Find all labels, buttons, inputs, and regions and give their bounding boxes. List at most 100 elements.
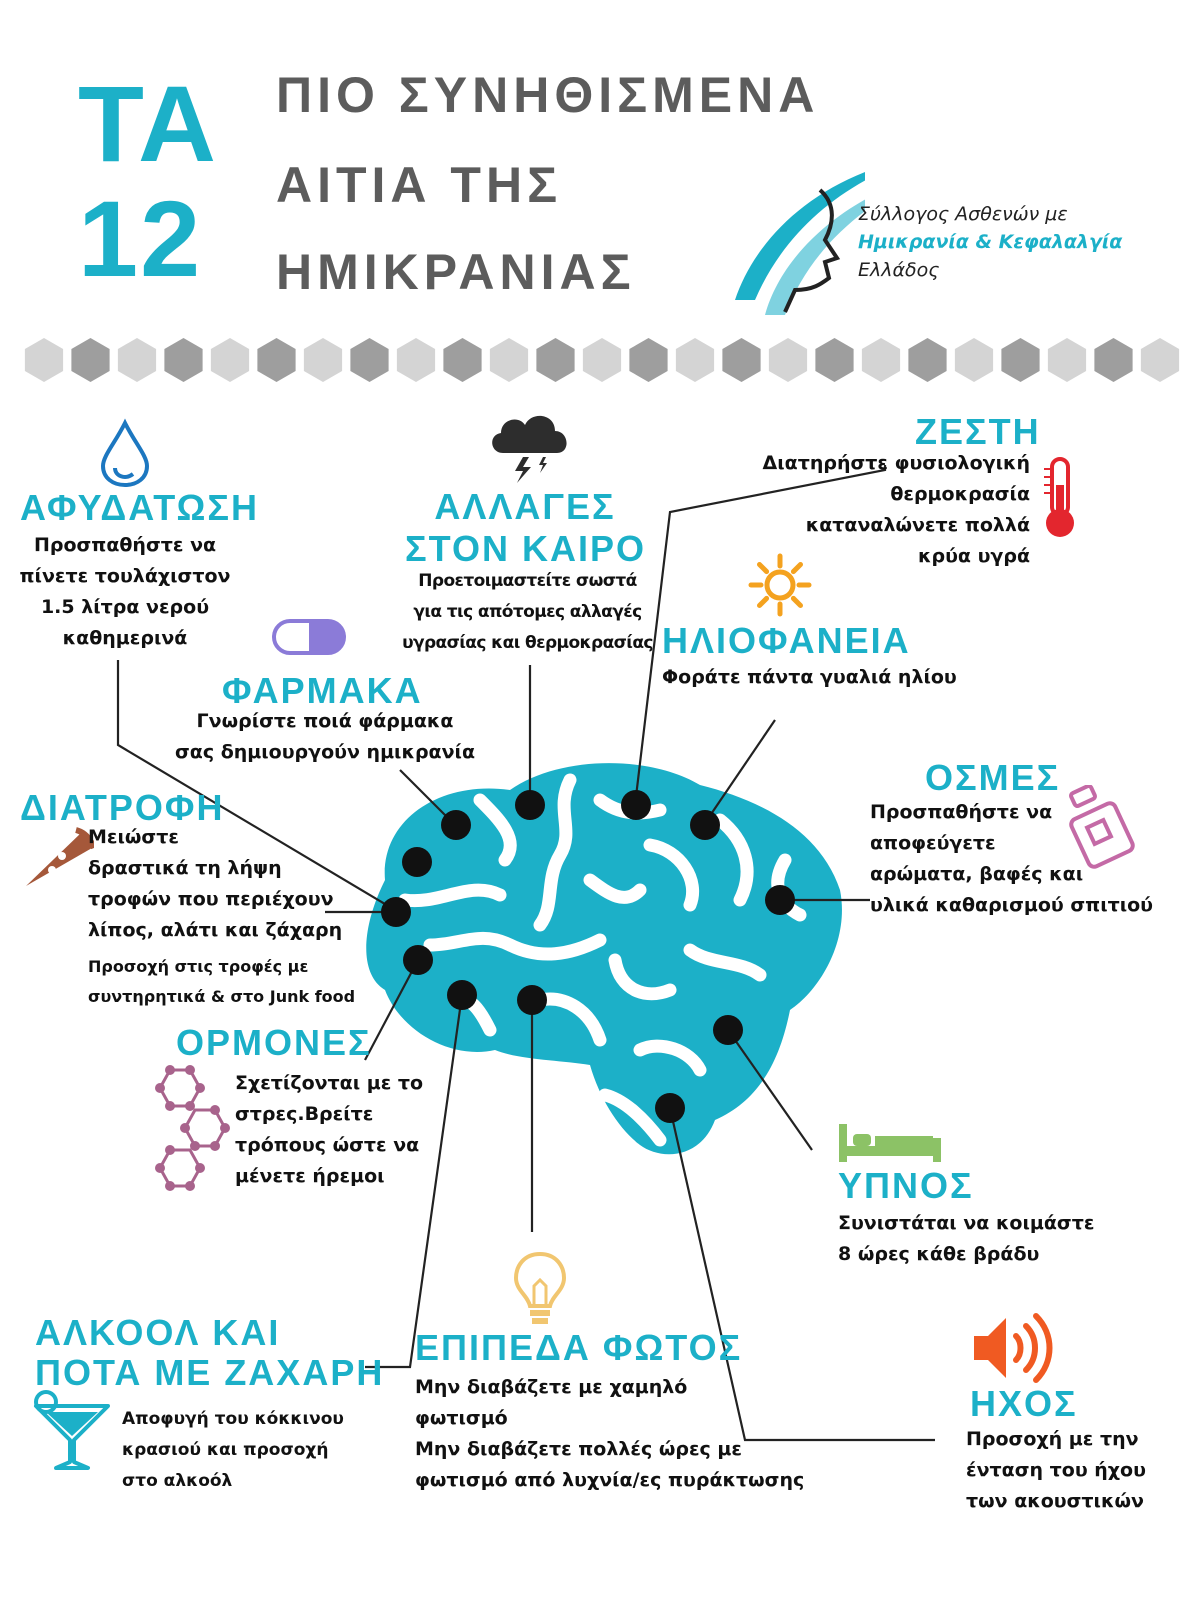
connector-dehydration [116,660,396,911]
sunshine-text: Φοράτε πάντα γυαλιά ηλίου [662,662,992,693]
organization-logo [735,172,865,315]
thermometer-icon [1044,457,1074,537]
title-line-2: ΑΙΤΙΑ ΤΗΣ [276,157,563,213]
hormones-line: στρες.Βρείτε [235,1103,374,1125]
brain-dot-dehydration [381,897,411,927]
brain-dot-sound [655,1093,685,1123]
dehydration-line: πίνετε τουλάχιστον [19,565,231,587]
hexagon [768,338,808,382]
connector-hormones [364,959,419,1061]
hexagon [71,338,110,382]
diet-line: τροφών που περιέχουν [88,888,334,910]
title-line-3: ΗΜΙΚΡΑΝΙΑΣ [276,244,636,300]
molecule-icon [155,1065,230,1191]
title-line-1: ΠΙΟ ΣΥΝΗΘΙΣΜΕΝΑ [276,67,820,123]
diet-title: ΔΙΑΤΡΟΦΗ [20,787,225,828]
org-line-3: Ελλάδος [858,259,940,281]
dehydration-line: καθημερινά [62,627,188,649]
brain-dot-smells [765,885,795,915]
heat-line: καταναλώνετε πολλά [805,514,1030,536]
brain-dot-medication [441,810,471,840]
brain-dot-diet-upper [402,847,432,877]
brain-dot-weather [515,790,545,820]
dehydration-line: 1.5 λίτρα νερού [40,596,210,618]
title-twelve: 12 [78,178,203,299]
hexagon [954,338,994,382]
water-drop-icon [100,418,150,488]
hexagon [257,338,296,382]
weather-title-line: ΑΛΛΑΓΕΣ [434,486,616,527]
connector-sunshine [704,719,776,824]
brain-shape [366,763,842,1155]
sun-ray [756,561,770,575]
hexagon [582,338,622,382]
hexagon [536,338,575,382]
title-ta: ΤΑ [78,63,218,184]
dehydration-title: ΑΦΥΔΑΤΩΣΗ [20,487,260,528]
pill-icon [272,619,346,655]
medication-line: σας δημιουργούν ημικρανία [174,741,476,763]
storm-cloud-icon [492,415,567,483]
alcohol-title-line: ΑΛΚΟΟΛ ΚΑΙ [35,1312,281,1353]
smells-line: υλικά καθαρισμού σπιτιού [870,894,1154,916]
smells-line: αποφεύγετε [870,832,996,854]
hexagon [303,338,343,382]
light-line: φωτισμό [415,1407,508,1429]
hexagon [489,338,529,382]
connector-sound [668,1107,935,1442]
sound-text: Προσοχή με την ένταση του ήχου των ακουσ… [966,1424,1196,1517]
hexagon [1001,338,1040,382]
cocktail-icon [34,1390,110,1470]
sleep-line: Συνιστάται να κοιμάστε [838,1212,1095,1234]
sleep-line: 8 ώρες κάθε βράδυ [838,1243,1040,1265]
alcohol-title-line: ΠΟΤΑ ΜΕ ΖΑΧΑΡΗ [35,1352,385,1393]
perfume-icon [1069,785,1135,869]
heat-line: θερμοκρασία [890,483,1030,505]
alcohol-line: στο αλκοόλ [122,1471,233,1491]
smells-text: Προσπαθήστε να αποφεύγετε αρώματα, βαφές… [870,797,1190,921]
hormones-title: ΟΡΜΟΝΕΣ [176,1022,372,1063]
sun-ray [756,595,770,609]
smells-line: αρώματα, βαφές και [870,863,1084,885]
medication-line: Γνωρίστε ποιά φάρμακα [196,710,454,732]
hexagon [1140,338,1180,382]
sound-line: Προσοχή με την [966,1428,1139,1450]
heat-title: ΖΕΣΤΗ [915,411,1041,452]
diet-line: δραστικά τη λήψη [88,857,282,879]
alcohol-line: κρασιού και προσοχή [122,1440,329,1460]
org-line-2: Ημικρανία & Κεφαλαλγία [858,231,1123,253]
sound-line: των ακουστικών [966,1490,1144,1512]
sun-icon [748,553,812,617]
org-line-1: Σύλλογος Ασθενών με [858,203,1068,225]
dehydration-line: Προσπαθήστε να [33,534,217,556]
light-line: Μην διαβάζετε πολλές ώρες με [415,1438,742,1460]
hexagon [164,338,203,382]
hexagon-divider [24,338,1180,382]
light-text: Μην διαβάζετε με χαμηλό φωτισμό Μην διαβ… [415,1372,845,1496]
medication-text: Γνωρίστε ποιά φάρμακα σας δημιουργούν ημ… [160,706,490,768]
sound-title: ΗΧΟΣ [970,1383,1078,1424]
sleep-text: Συνιστάται να κοιμάστε 8 ώρες κάθε βράδυ [838,1208,1158,1270]
hexagon [629,338,668,382]
speaker-icon [974,1313,1053,1383]
diet-line: λίπος, αλάτι και ζάχαρη [88,919,343,941]
hormones-line: Σχετίζονται με το [235,1072,424,1094]
heat-text: Διατηρήστε φυσιολογική θερμοκρασία καταν… [720,448,1030,572]
smells-title: ΟΣΜΕΣ [925,757,1061,798]
weather-text: Προετοιμαστείτε σωστά για τις απότομες α… [395,566,660,659]
hexagon [815,338,854,382]
connector-sleep [727,1029,813,1151]
pizza-icon [26,827,94,886]
weather-line: Προετοιμαστείτε σωστά [418,571,637,591]
smells-line: Προσπαθήστε να [870,801,1053,823]
sound-line: ένταση του ήχου [966,1459,1146,1481]
light-line: Μην διαβάζετε με χαμηλό [415,1376,688,1398]
hexagon [24,338,64,382]
connector-heat [633,465,887,806]
diet-note: Προσοχή στις τροφές με συντηρητικά & στο… [88,952,408,1012]
light-title: ΕΠΙΠΕΔΑ ΦΩΤΟΣ [415,1327,743,1368]
alcohol-line: Αποφυγή του κόκκινου [122,1409,344,1429]
alcohol-text: Αποφυγή του κόκκινου κρασιού και προσοχή… [122,1404,382,1497]
hexagon [722,338,761,382]
